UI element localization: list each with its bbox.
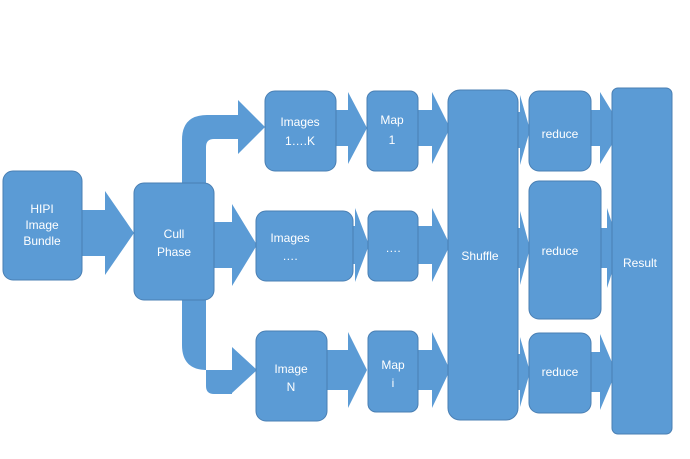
node-images-top-label-2: 1….K xyxy=(285,134,315,148)
node-cull-label-1: Cull xyxy=(164,227,185,241)
node-reduce-top: reduce xyxy=(528,90,592,172)
connectors xyxy=(82,92,622,410)
arrow-map-mid-to-shuffle xyxy=(418,208,450,282)
arrow-reduce-bot-to-result xyxy=(591,334,616,410)
node-hipi-label-2: Image xyxy=(25,218,59,232)
nodes: HIPI Image Bundle Cull Phase Images 1….K… xyxy=(2,87,673,435)
node-reduce-top-label: reduce xyxy=(542,127,579,141)
node-image-bot-label-2: N xyxy=(287,380,296,394)
node-reduce-bot-label: reduce xyxy=(542,365,579,379)
node-reduce-mid: reduce xyxy=(528,180,602,320)
arrow-shuffle-to-reduce-mid xyxy=(518,211,530,285)
node-map-top: Map 1 xyxy=(366,90,419,172)
node-hipi-label-1: HIPI xyxy=(30,202,53,216)
arrow-cull-to-image-bot xyxy=(182,300,257,394)
node-images-mid-label-1: Images xyxy=(270,231,309,245)
arrow-reduce-top-to-result xyxy=(591,92,622,164)
node-map-mid-label-1: …. xyxy=(385,241,400,255)
arrow-image-bot-to-map-bot xyxy=(327,332,367,408)
node-images-top-label-1: Images xyxy=(280,115,319,129)
arrow-map-bot-to-shuffle xyxy=(418,332,450,408)
node-images-top: Images 1….K xyxy=(264,90,337,172)
arrow-images-top-to-map-top xyxy=(336,92,367,164)
node-image-bot: Image N xyxy=(255,330,328,422)
arrow-cull-to-images-top xyxy=(182,100,265,183)
node-map-bot-label-1: Map xyxy=(381,358,405,372)
arrow-hipi-to-cull xyxy=(82,191,134,275)
node-map-top-label-1: Map xyxy=(380,113,404,127)
node-cull-phase: Cull Phase xyxy=(133,182,215,301)
node-hipi-image-bundle: HIPI Image Bundle xyxy=(2,170,83,281)
arrow-map-top-to-shuffle xyxy=(418,92,450,164)
node-hipi-label-3: Bundle xyxy=(23,234,61,248)
node-map-top-label-2: 1 xyxy=(389,133,396,147)
node-map-bot: Map i xyxy=(367,330,419,413)
node-image-bot-label-1: Image xyxy=(274,362,308,376)
node-reduce-bot: reduce xyxy=(528,332,592,414)
arrow-reduce-mid-to-result xyxy=(601,208,620,288)
node-reduce-mid-label: reduce xyxy=(542,244,579,258)
node-images-mid-label-2: …. xyxy=(282,249,297,263)
node-map-mid: …. xyxy=(367,210,419,282)
node-images-mid: Images …. xyxy=(255,210,354,282)
arrow-cull-to-images-mid xyxy=(213,204,257,286)
arrow-shuffle-to-reduce-bot xyxy=(518,337,530,407)
arrow-shuffle-to-reduce-top xyxy=(518,95,530,165)
node-map-bot-label-2: i xyxy=(392,376,395,390)
node-shuffle-label: Shuffle xyxy=(461,249,498,263)
node-result: Result xyxy=(611,87,673,435)
node-cull-label-2: Phase xyxy=(157,245,191,259)
arrow-images-mid-to-map-mid xyxy=(353,208,369,282)
node-result-label: Result xyxy=(623,256,658,270)
node-shuffle: Shuffle xyxy=(447,89,519,421)
